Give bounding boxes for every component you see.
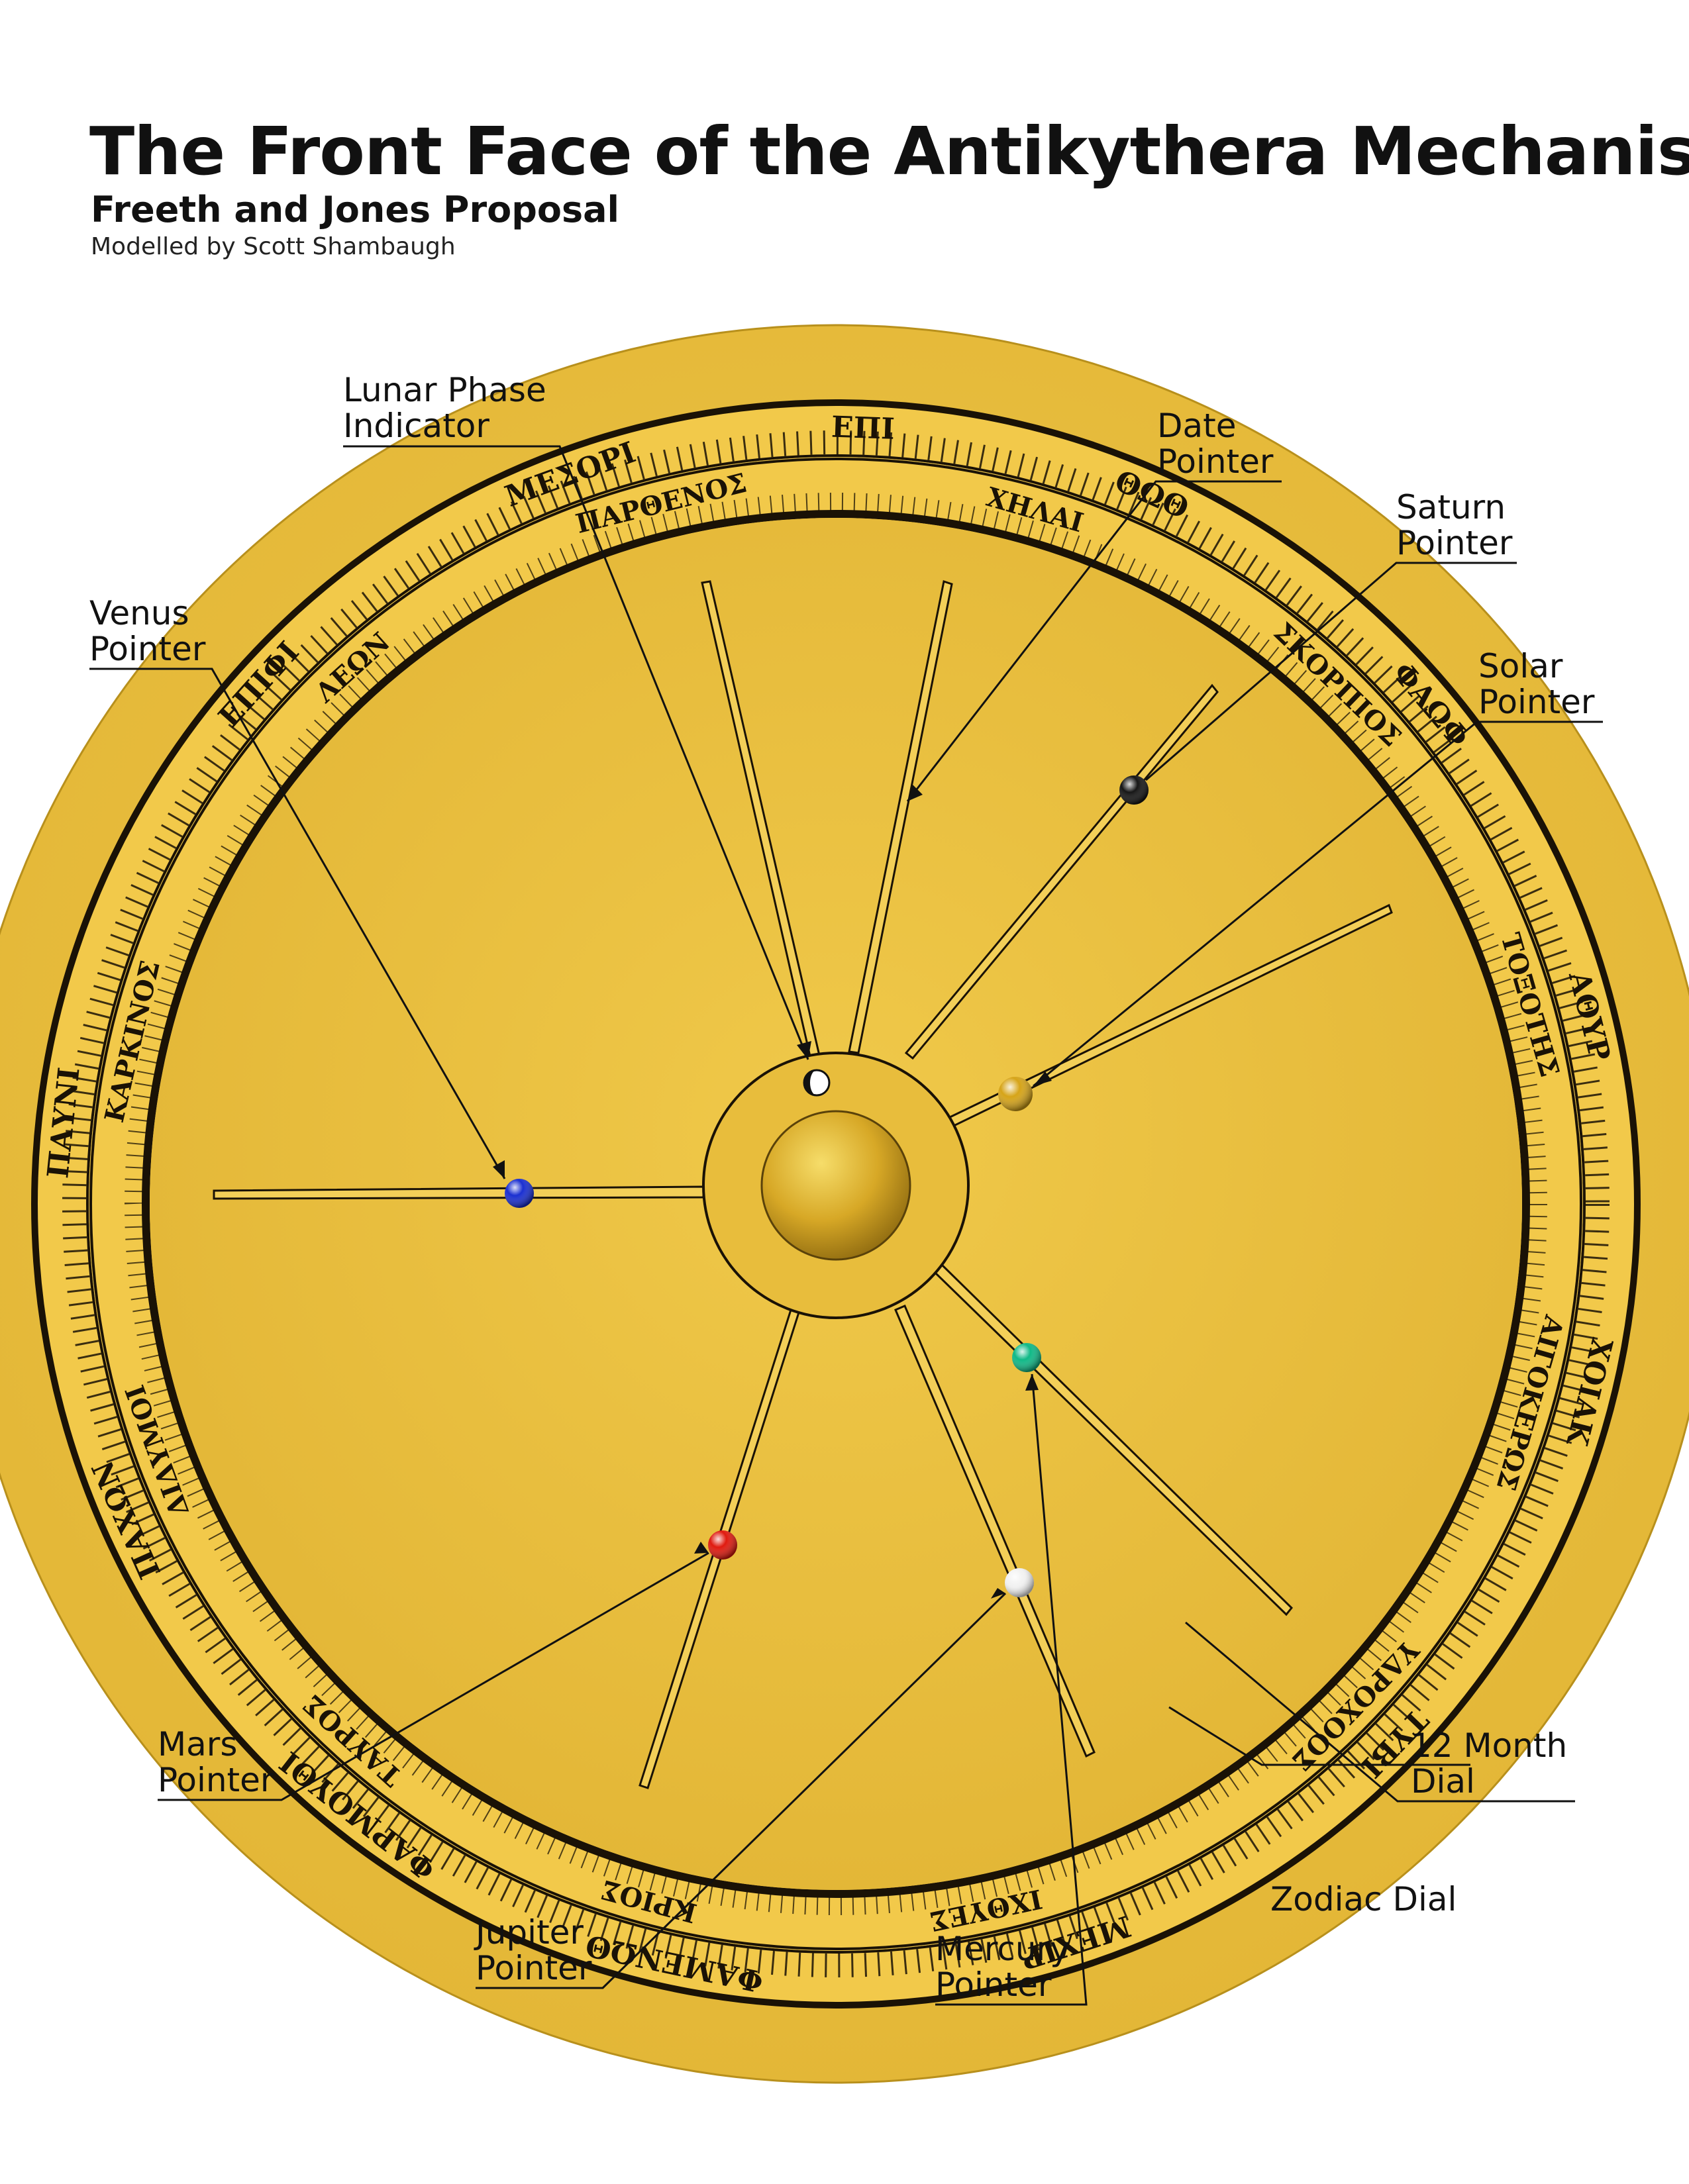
- center-hub: [762, 1111, 910, 1260]
- mercury-ball: [1012, 1343, 1041, 1372]
- zodiac-dial-label: Zodiac Dial: [1270, 1880, 1457, 1918]
- saturn-ball: [1119, 775, 1149, 805]
- venus-ball: [505, 1179, 534, 1208]
- mars-ball: [708, 1530, 737, 1560]
- sun-ball: [998, 1077, 1033, 1111]
- jupiter-ball: [1005, 1568, 1034, 1597]
- moon-ball: [804, 1070, 829, 1095]
- month-name-2: ΕΠΙ: [831, 411, 895, 446]
